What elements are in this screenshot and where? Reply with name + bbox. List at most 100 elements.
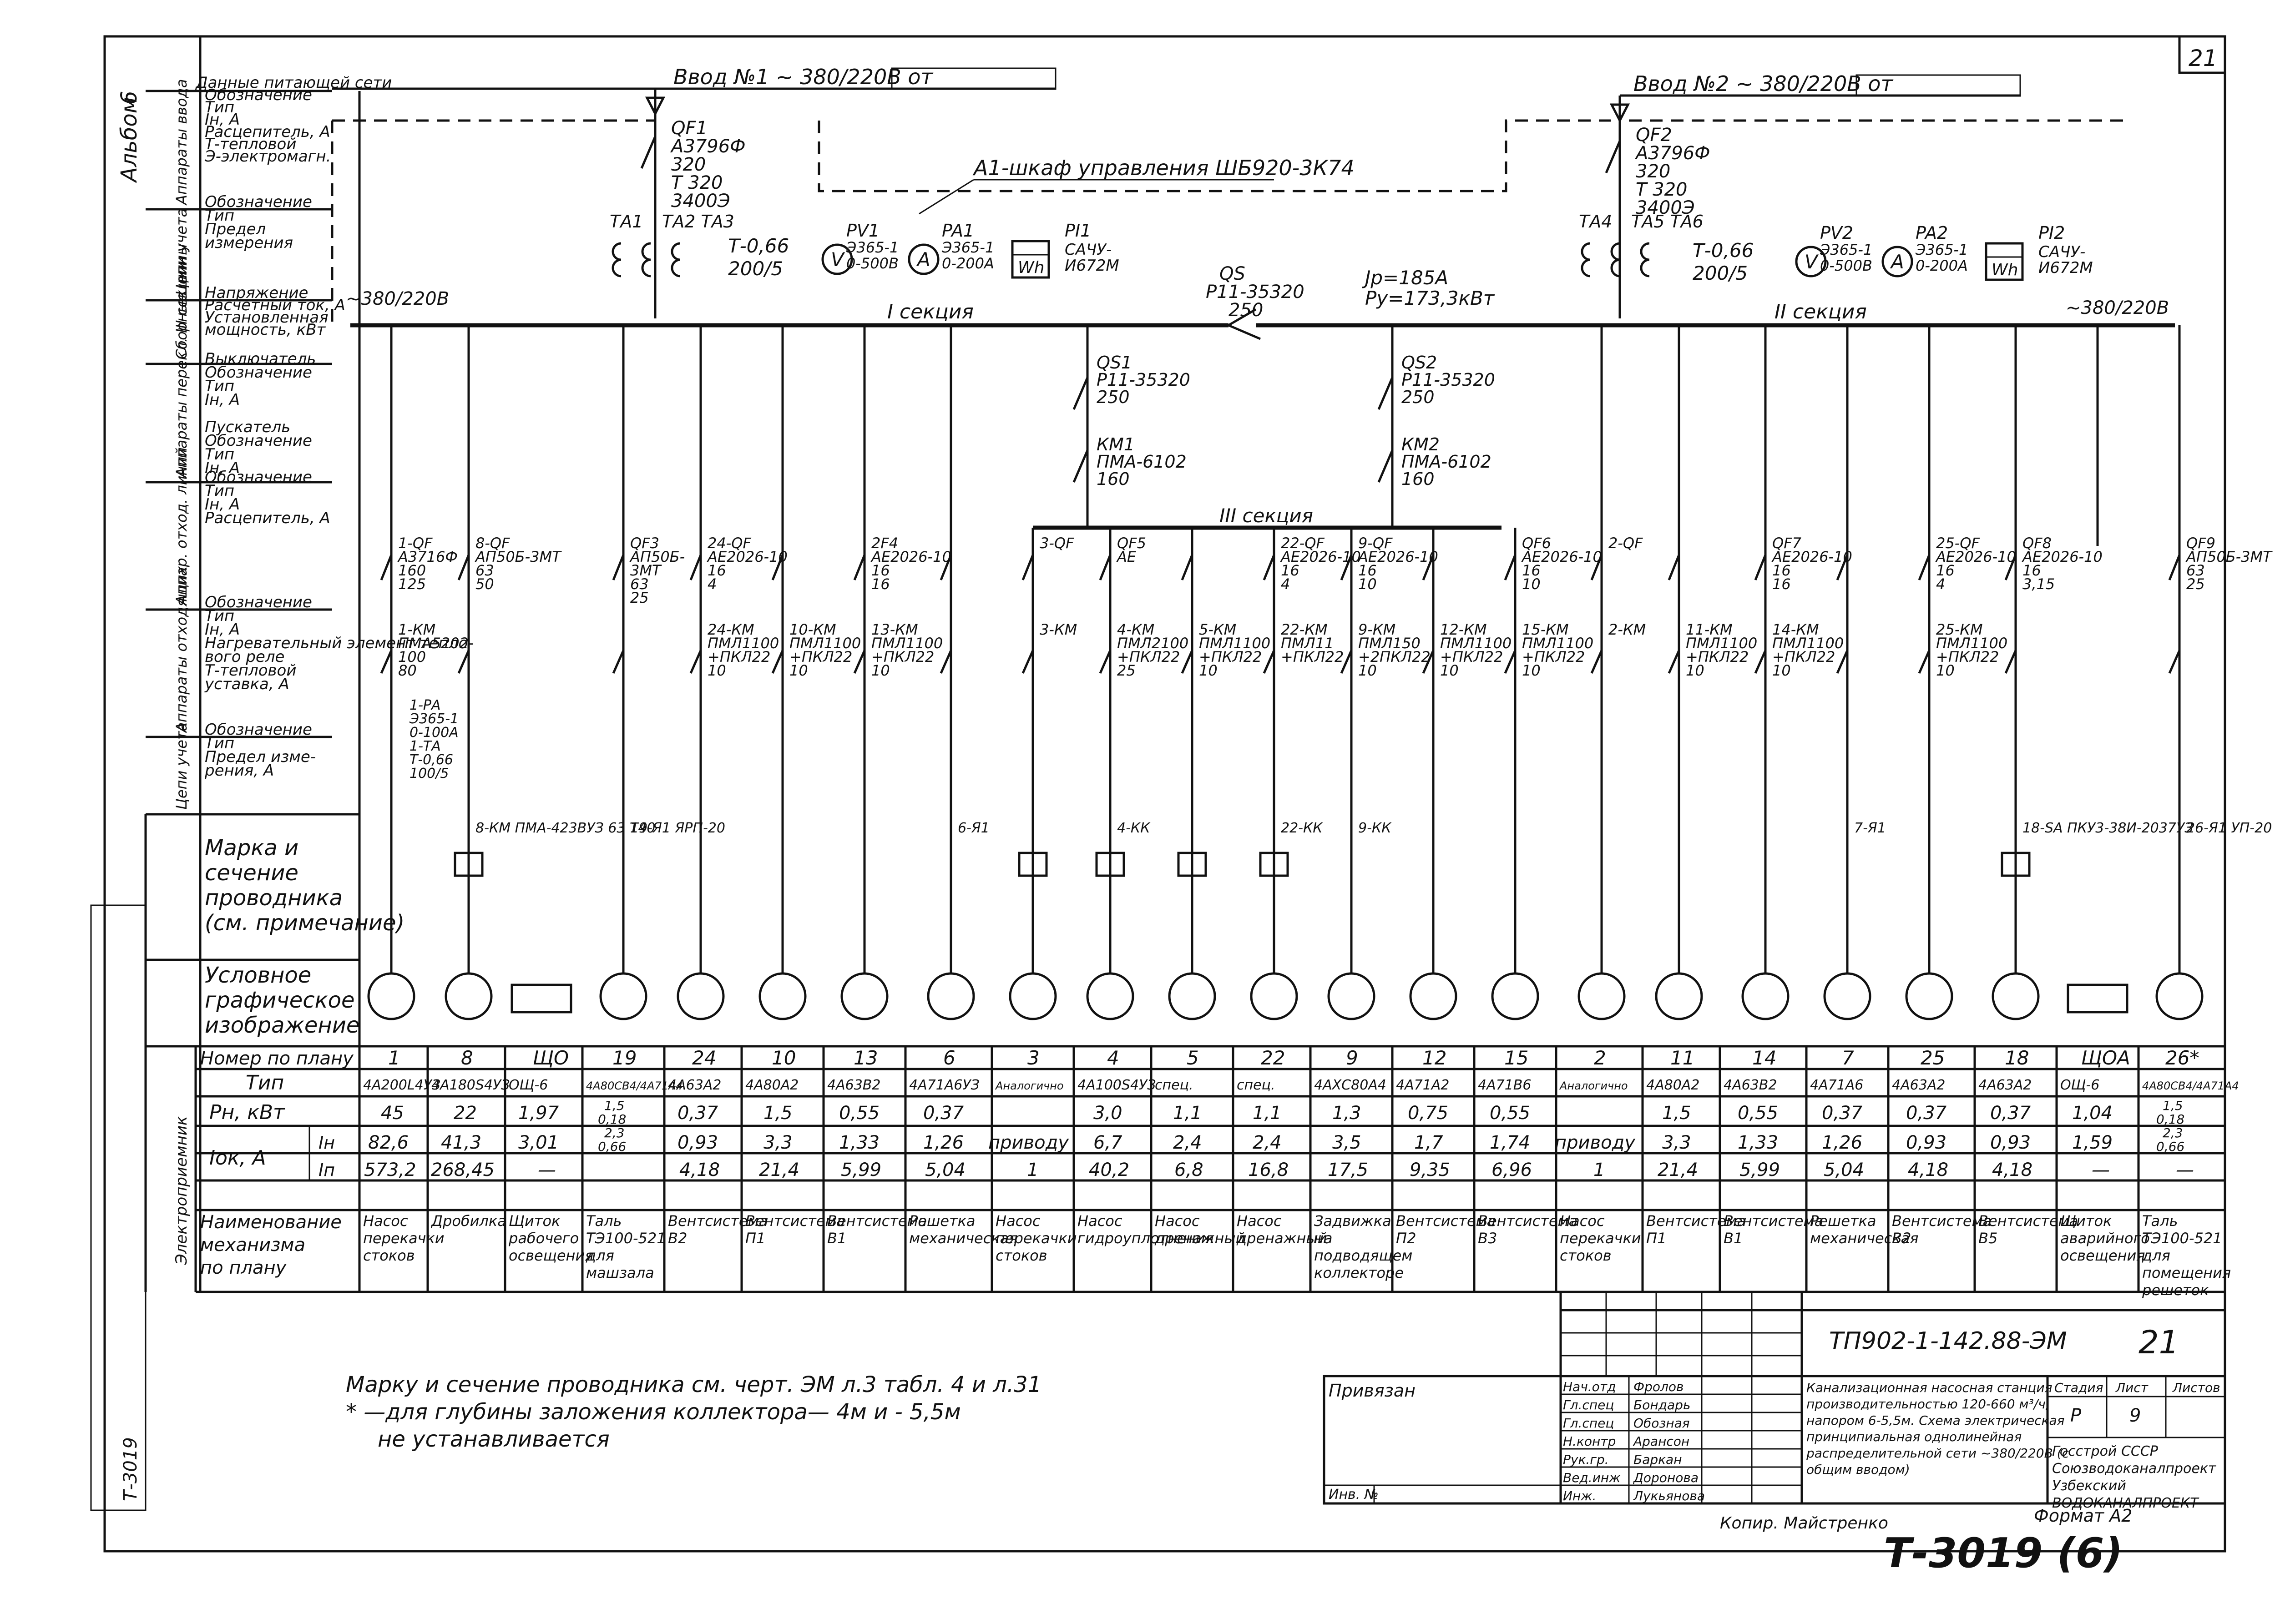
breaker-contact — [1422, 555, 1435, 580]
album-number: 6 — [116, 91, 142, 105]
qf1-text: QF1 — [671, 118, 708, 139]
meter-text: И672М — [1065, 257, 1119, 275]
feeder-breaker-text: 16 — [1522, 562, 1541, 579]
meter-text: Э365-1 — [1915, 241, 1968, 258]
marking-label-line: сечение — [205, 860, 298, 886]
table-current: 2,4 — [1173, 1132, 1202, 1153]
feeder-breaker-text: 10 — [1522, 575, 1541, 593]
motor-icon — [1327, 972, 1375, 1020]
feeder-cable-text: 22-КК — [1281, 820, 1323, 836]
qs-text: QS — [1219, 263, 1245, 284]
feeder-breaker-text: 16 — [871, 575, 890, 593]
title-name: Баркан — [1633, 1452, 1682, 1467]
meter-text: Э365-1 — [1820, 241, 1872, 258]
current-transformer-icon — [641, 242, 651, 277]
switch-contact — [1072, 377, 1089, 410]
left-header-item: Обозначение — [205, 363, 312, 382]
row-label: Iок, А — [209, 1146, 266, 1170]
left-header-item: Обозначение — [205, 721, 312, 739]
breaker-contact — [853, 555, 866, 580]
feeder-breaker-text: АП50Б-3МТ — [475, 548, 562, 565]
qf2-text: Т 320 — [1636, 179, 1688, 200]
breaker-contact — [2168, 555, 2181, 580]
title-org-line: Узбекский — [2052, 1478, 2126, 1494]
ta1-text: ТА1 — [610, 212, 643, 232]
feeder-breaker-text: АЕ2026-10 — [707, 548, 788, 565]
feeder-starter-text: 22-КМ — [1281, 621, 1328, 638]
table-type: спец. — [1237, 1077, 1275, 1093]
table-power: 1,04 — [2072, 1103, 2113, 1124]
title-org-line: ВОДОКАНАЛПРОЕКТ — [2052, 1495, 2199, 1511]
table-name: коллекторе — [1314, 1264, 1404, 1281]
feeder-starter-text: 10 — [1936, 662, 1955, 679]
breaker-contact — [612, 555, 625, 580]
left-header-item: Т-тепловой — [205, 661, 296, 680]
feeder-breaker-text: 16 — [871, 562, 890, 579]
title-desc-line: Канализационная насосная станция — [1806, 1380, 2052, 1395]
table-name: Вентсистема — [827, 1212, 927, 1230]
table-current: 2,4 — [1253, 1132, 1282, 1153]
table-name: Насос — [1077, 1212, 1122, 1230]
title-role: Н.контр — [1563, 1434, 1616, 1449]
feeder-starter-text: +2ПКЛ22 — [1358, 648, 1431, 666]
km1-text: 160 — [1097, 469, 1130, 489]
input-2: Ввод №2 ~ 380/220В от — [1609, 71, 2021, 318]
left-header-item: рения, А — [204, 762, 274, 780]
table-current: 0,93 — [677, 1132, 718, 1153]
feeder-starter-text: 10 — [1199, 662, 1218, 679]
table-start-current: 1 — [1593, 1160, 1605, 1180]
current-transformer-icon — [612, 242, 622, 277]
panel-icon — [511, 983, 572, 1014]
starter-contact — [457, 650, 470, 674]
table-num: 11 — [1670, 1047, 1694, 1069]
table-current: 2,3 — [2163, 1125, 2183, 1140]
feeder-breaker-text: 3-QF — [1040, 535, 1074, 552]
feeder-breaker-text: 4 — [1936, 575, 1945, 593]
table-name: Задвижка — [1314, 1212, 1391, 1230]
feeder-breaker-text: 16 — [708, 562, 726, 579]
table-current: 1,74 — [1490, 1132, 1530, 1153]
title-name: Обозная — [1633, 1416, 1690, 1431]
table-name: ТЭ100-521 — [2142, 1230, 2222, 1247]
table-power: 0,55 — [1738, 1103, 1778, 1124]
row-label: Рн, кВт — [209, 1101, 285, 1124]
table-type: 4А71В6 — [1478, 1077, 1531, 1093]
starter-contact — [2168, 650, 2181, 674]
starter-contact — [1590, 650, 1603, 674]
table-num: 13 — [854, 1047, 878, 1069]
table-type: 4А80А2 — [745, 1077, 799, 1093]
feeder-breaker-text: 2-QF — [1608, 535, 1643, 552]
feeder-starter-text: +ПКЛ22 — [789, 648, 852, 666]
motor-icon — [1168, 972, 1216, 1020]
feeder-starter-text: +ПКЛ22 — [1772, 648, 1835, 666]
left-header-item: Iн, А — [205, 391, 240, 409]
title-org: Госстрой СССРСоюзводоканалпроектУзбекски… — [2052, 1443, 2217, 1511]
table-name: рабочего — [508, 1230, 579, 1247]
table-name: для — [586, 1247, 614, 1264]
table-start-current: — — [538, 1160, 556, 1180]
note-line-3: не устанавливается — [378, 1427, 610, 1452]
table-name: перекачки — [363, 1230, 445, 1247]
table-name: Вентсистема — [1724, 1212, 1823, 1230]
table-current: 82,6 — [368, 1132, 409, 1153]
feeder-starter-text: ПМЛ1100 — [871, 635, 943, 652]
row-label: механизма — [200, 1235, 305, 1256]
album-label: Альбом — [116, 97, 142, 183]
table-type: 4АХС80А4 — [1314, 1077, 1386, 1093]
table-num: ЩО — [533, 1047, 569, 1069]
left-header-item: Расцепитель, А — [205, 509, 330, 527]
feeder-cable-text: 6-Я1 — [958, 820, 990, 836]
title-stage-h2: Листов — [2172, 1380, 2220, 1395]
title-role: Инж. — [1563, 1488, 1596, 1503]
table-start-current: 4,18 — [1992, 1160, 2032, 1180]
table-start-current: 5,99 — [1739, 1160, 1780, 1180]
table-name: дренажный — [1154, 1230, 1245, 1247]
starter-contact — [1021, 650, 1034, 674]
current-transformer-icon — [1640, 242, 1650, 277]
left-header-item: Обозначение — [205, 193, 312, 211]
motor-icon — [1086, 972, 1134, 1020]
feeder-cable-text: 19-Я1 ЯРП-20 — [630, 820, 725, 836]
input-1: Ввод №1 ~ 380/220В от — [332, 65, 1057, 318]
feeder-starter-text: +ПКЛ22 — [1199, 648, 1262, 666]
